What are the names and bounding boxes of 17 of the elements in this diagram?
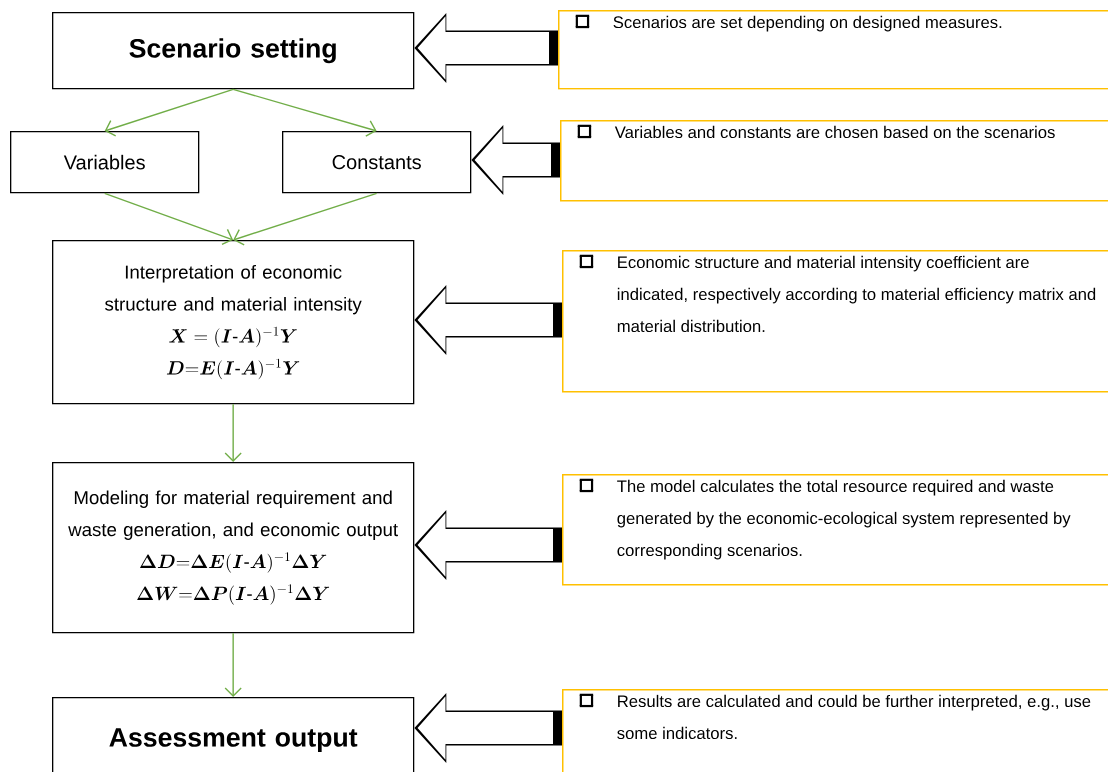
arrow bbox=[104, 88, 234, 137]
step-box: Interpretation of economic structure and material intensity $\bm{X}=(\bm{I}\text{-}\bm{A})^{-1}\bm{Y}$ $\bm{D}\mathbf{=}\bm{E}(\bm{I}\text{-}\bm{A})^{-1}\bm{Y}$ bbox=[52, 240, 415, 405]
note-box: Economic structure and material intensity coefficient are indicated, respectively according to material efficiency matrix and material distribution. bbox=[562, 250, 1108, 393]
note-box: The model calculates the total resource required and waste generated by the economic-ecological system represented by corresponding scenarios. bbox=[562, 474, 1108, 586]
step-box: Constants bbox=[282, 131, 472, 194]
step-box: Scenario setting bbox=[52, 12, 415, 90]
note-box: Scenarios are set depending on designed measures. bbox=[558, 10, 1108, 90]
arrow bbox=[224, 632, 242, 697]
step-box: Assessment output bbox=[52, 697, 415, 772]
arrow bbox=[103, 192, 234, 246]
arrow bbox=[233, 192, 378, 246]
note-box: Results are calculated and could be further interpreted, e.g., use some indicators. bbox=[562, 689, 1108, 772]
arrow bbox=[232, 88, 377, 137]
step-box: Modeling for material requirement and waste generation, and economic output $\bm{\Delta D}\mathbf{=}\bm{\Delta E}(\bm{I}\text{-}\bm{A})^{-1}\bm{\Delta Y}$ $\bm{\Delta W}\mathbf{=}\bm{\Delta P}(\bm{I}\text{-}\bm{A})^{-1}\bm{\Delta Y}$ bbox=[52, 462, 415, 634]
step-box: Variables bbox=[10, 131, 200, 194]
arrow bbox=[224, 403, 242, 462]
note-box: Variables and constants are chosen based on the scenarios bbox=[560, 120, 1108, 202]
